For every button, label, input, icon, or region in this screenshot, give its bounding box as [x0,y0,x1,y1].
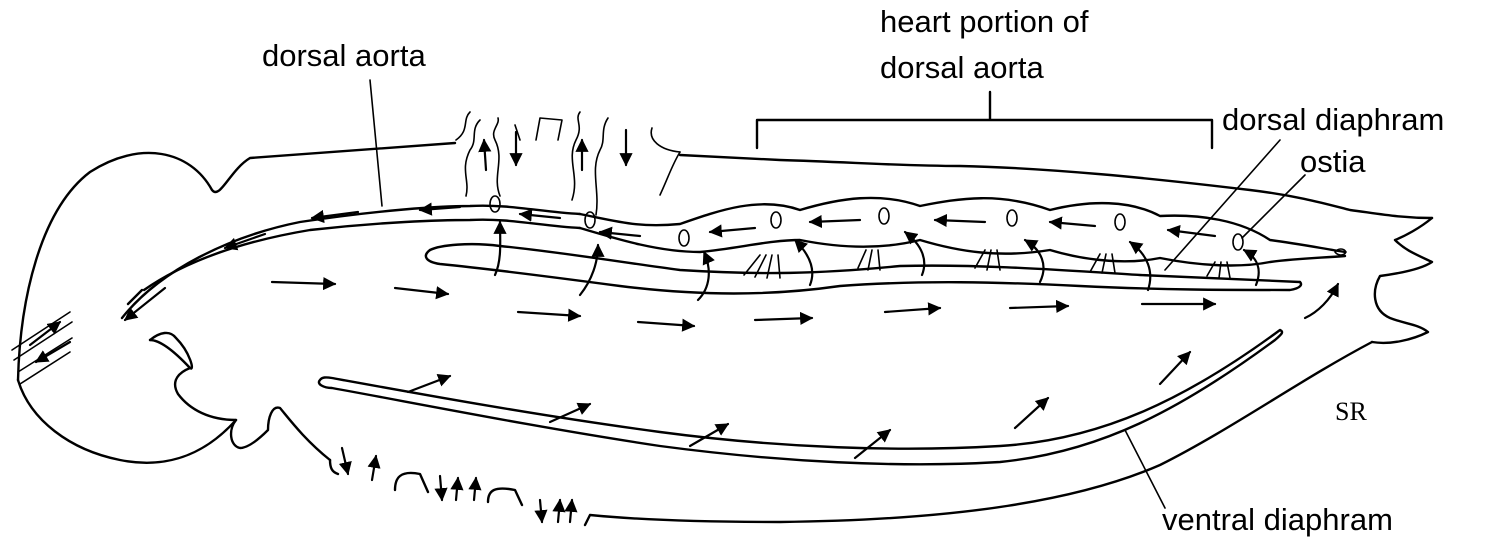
head-appendages [12,312,72,384]
ventral-diaphram-label: ventral diaphram [1162,502,1393,537]
heart-portion-label-line2: dorsal aorta [880,50,1044,85]
leader-lines [370,80,1305,508]
body-outline [18,143,1432,525]
artist-monogram: SR [1335,397,1367,426]
dorsal-appendages [456,112,680,215]
ostia-label: ostia [1300,144,1366,179]
dorsal-diaphragm [426,244,1301,293]
dorsal-aorta-vessel [122,206,580,318]
dorsal-diaphram-label: dorsal diaphram [1222,102,1444,137]
cavity-flow-arrows [272,282,1215,458]
ventral-segment-arrows [342,448,572,522]
heart-portion-label-line1: heart portion of [880,4,1089,39]
dorsal-aorta-label: dorsal aorta [262,38,426,73]
ventral-diaphragm [319,330,1282,464]
